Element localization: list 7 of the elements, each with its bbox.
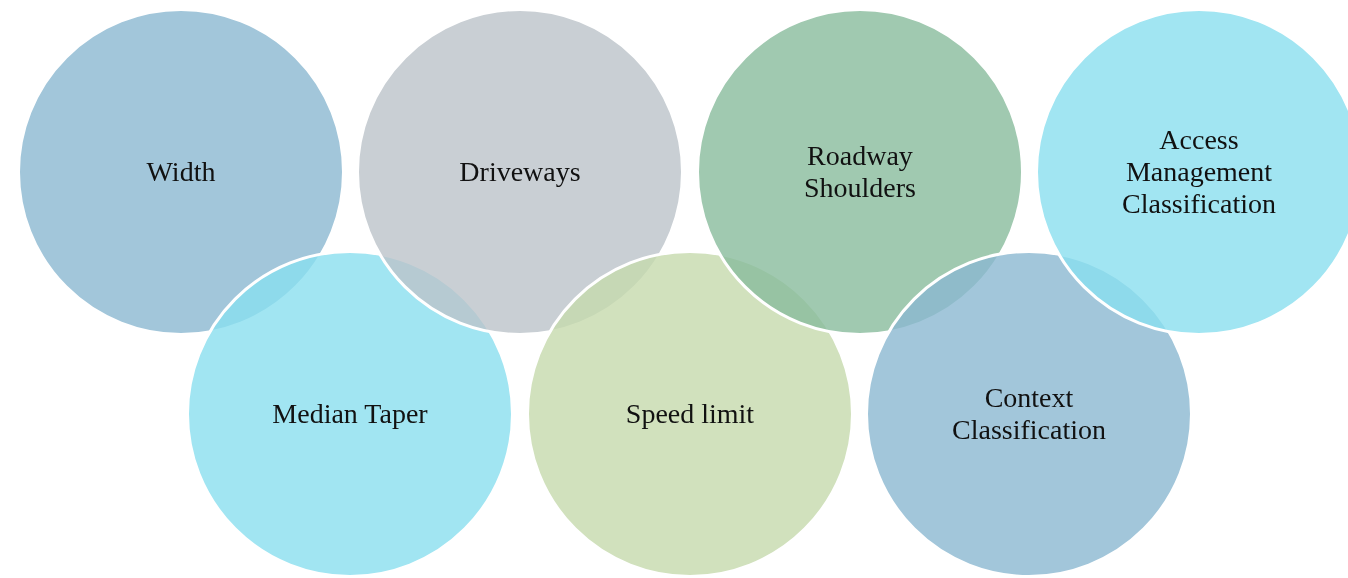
circle-label: Median Taper — [272, 397, 428, 431]
circle-label: Width — [146, 155, 216, 189]
circle-label: Driveways — [459, 155, 581, 189]
circle-label: Context Classification — [951, 381, 1107, 447]
circle-label: Access Management Classification — [1121, 123, 1277, 221]
circle-label: Speed limit — [625, 397, 755, 431]
circle-label: Roadway Shoulders — [803, 139, 917, 205]
